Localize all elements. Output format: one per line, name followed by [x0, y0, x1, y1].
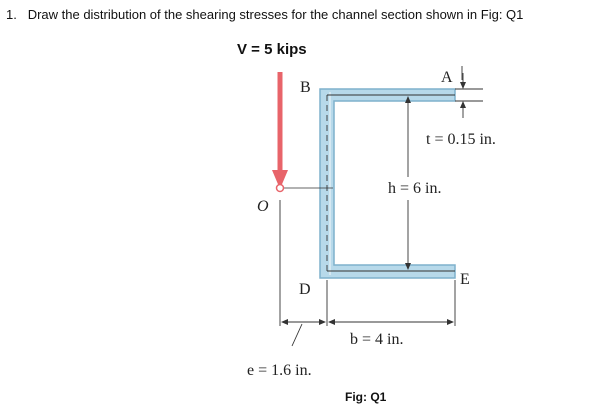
width-label: b = 4 in. — [350, 331, 403, 348]
height-arrow-top — [405, 96, 411, 103]
shear-force-arrow-head — [272, 170, 288, 189]
eccentricity-leader — [291, 323, 303, 347]
question-text: 1. Draw the distribution of the shearing… — [6, 7, 523, 22]
eccentricity-arrow-right — [319, 319, 326, 325]
width-arrow-right — [447, 319, 454, 325]
height-arrow-bottom — [405, 263, 411, 270]
point-e-label: E — [460, 271, 470, 288]
thickness-label: t = 0.15 in. — [426, 131, 496, 148]
thickness-arrow-bottom-icon — [460, 101, 466, 108]
figure-caption: Fig: Q1 — [345, 390, 387, 404]
channel-section — [319, 88, 456, 279]
question-number: 1. — [6, 7, 17, 22]
width-arrow-left — [328, 319, 335, 325]
point-d-label: D — [299, 281, 311, 298]
thickness-arrow-top-icon — [460, 82, 466, 89]
shear-center-point-o — [275, 183, 285, 193]
eccentricity-arrow-left — [281, 319, 288, 325]
eccentricity-label: e = 1.6 in. — [247, 362, 312, 379]
height-label: h = 6 in. — [388, 180, 441, 197]
point-a-label: A — [441, 69, 453, 86]
shear-force-label: V = 5 kips — [237, 41, 307, 58]
point-b-label: B — [300, 79, 311, 96]
question-body: Draw the distribution of the shearing st… — [27, 7, 524, 22]
point-o-label: O — [257, 198, 269, 215]
